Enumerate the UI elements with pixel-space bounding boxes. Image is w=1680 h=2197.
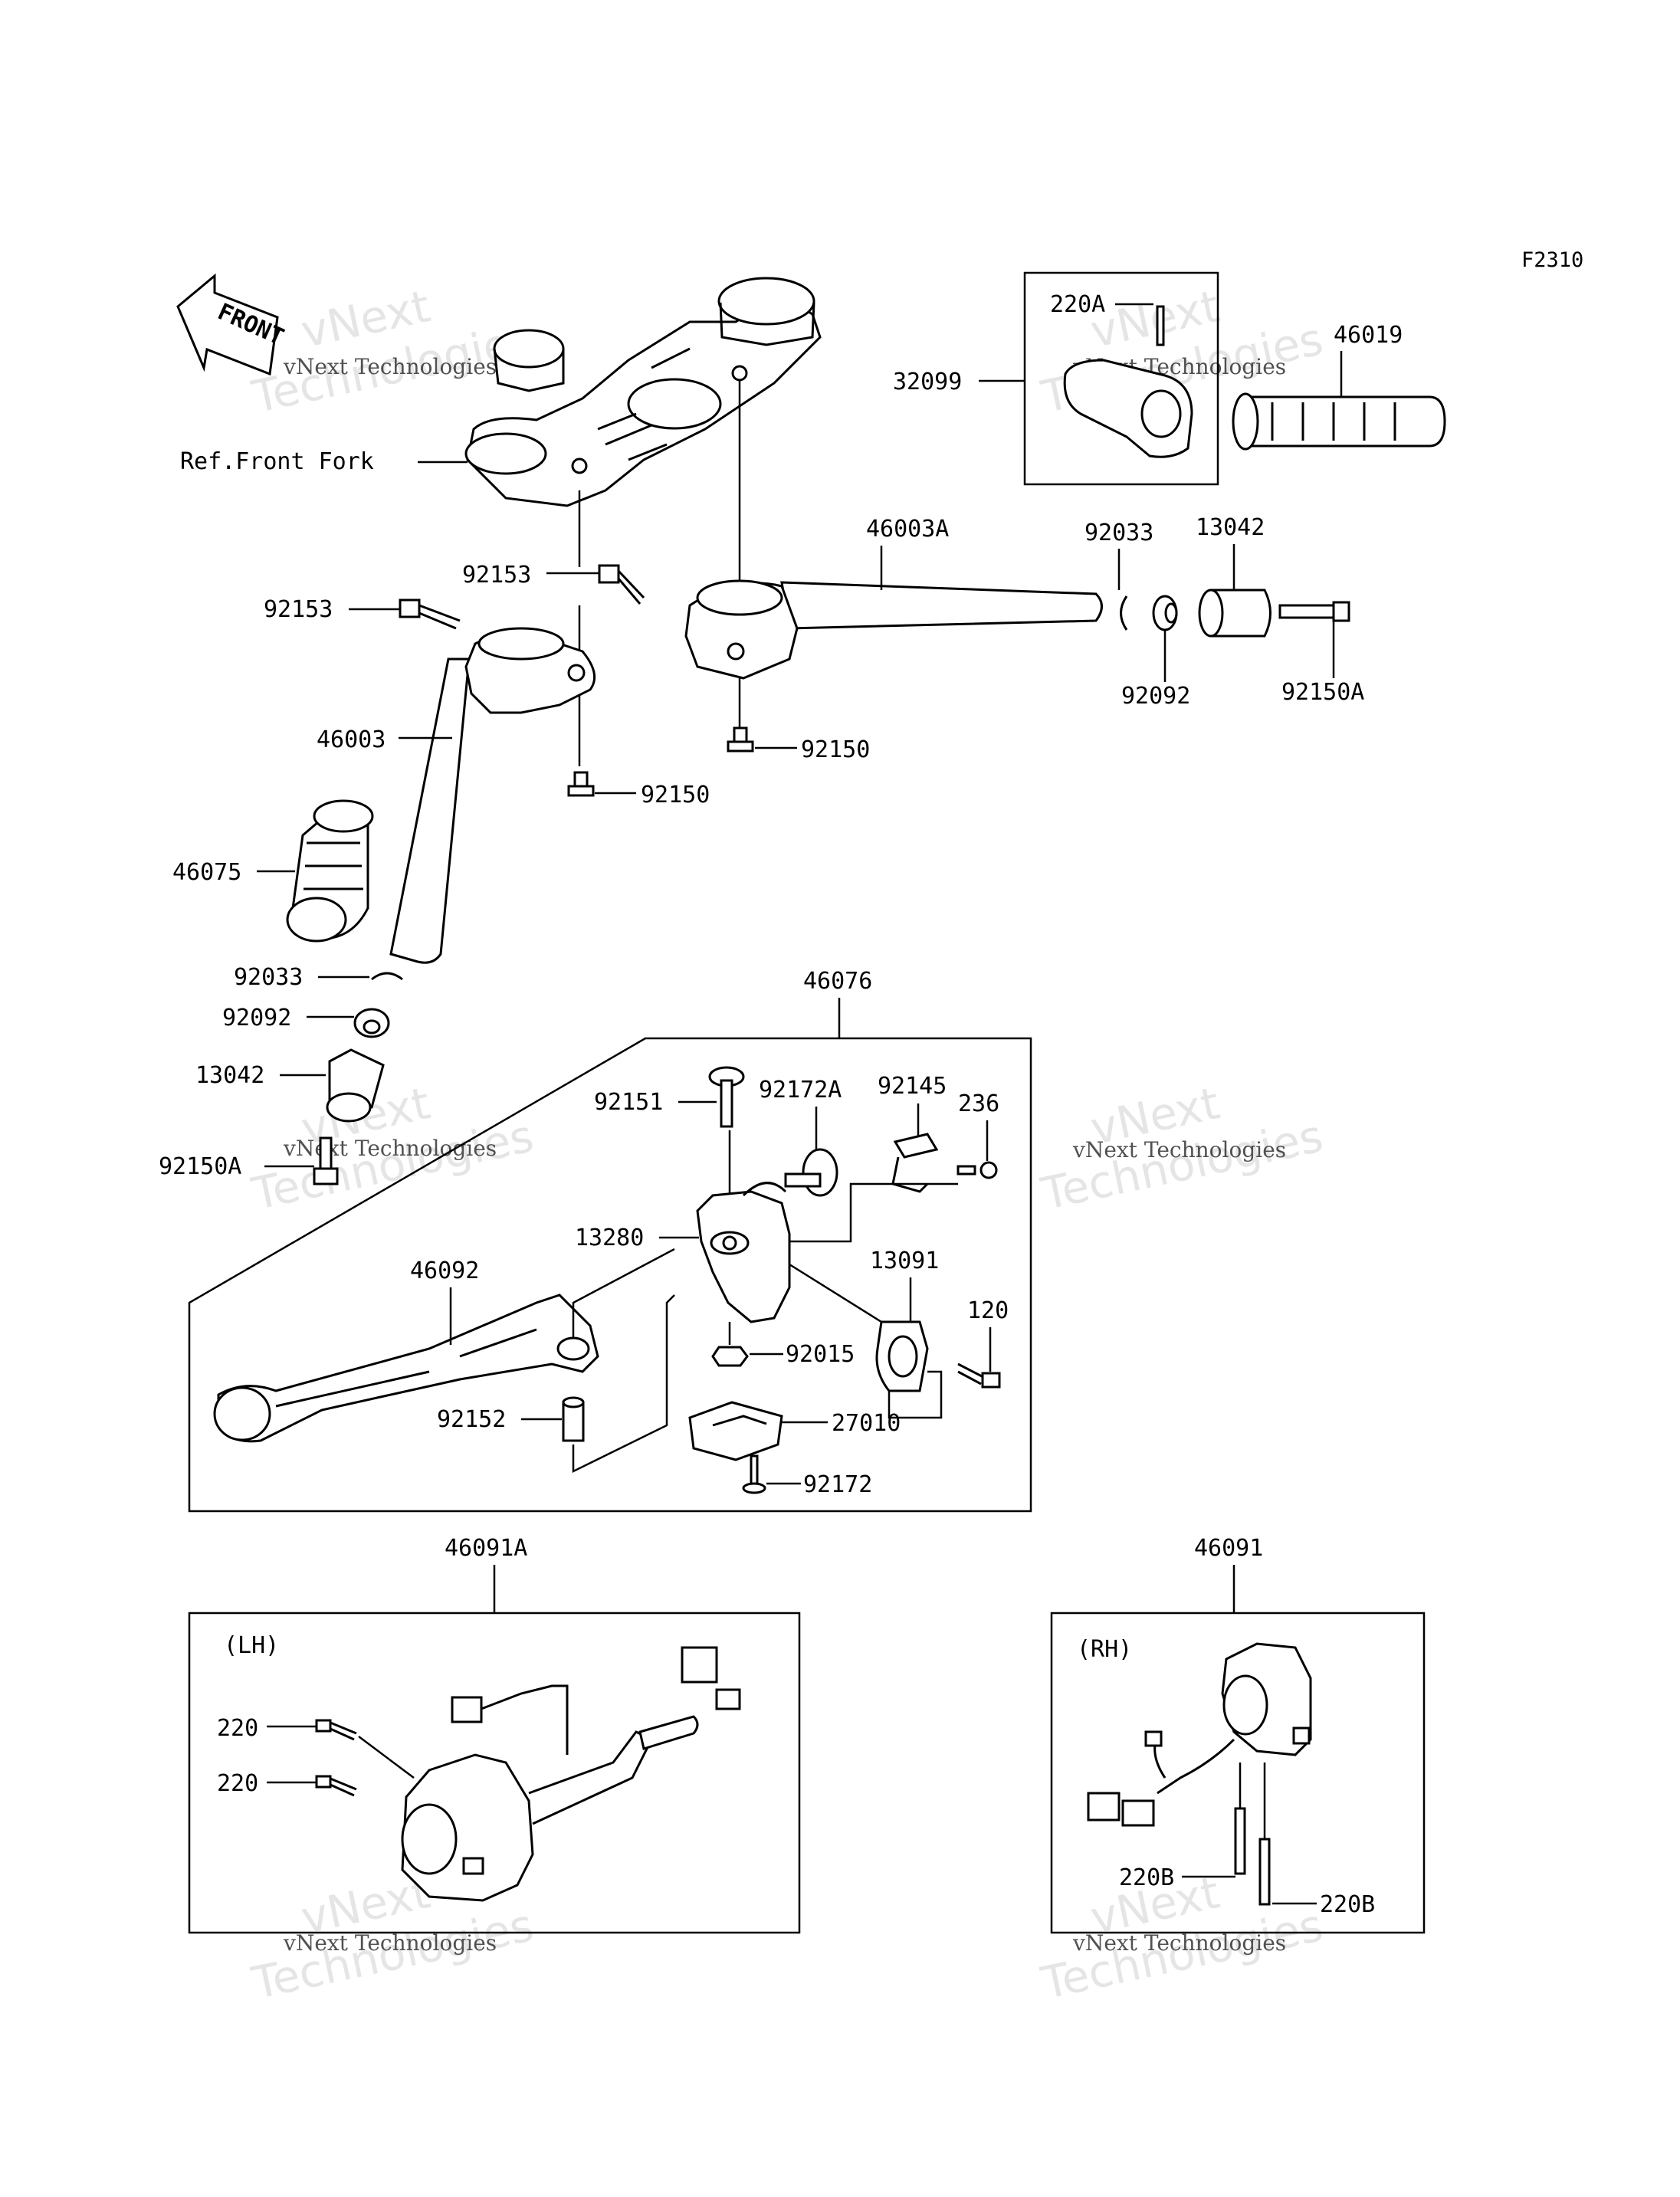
bolt-92153-left — [399, 598, 461, 630]
part-label-236: 236 — [958, 1090, 999, 1117]
group-label-46076: 46076 — [803, 968, 872, 995]
screw-220B-left — [1234, 1807, 1246, 1875]
lh-switch-box — [188, 1612, 801, 1934]
screw-220-upper — [315, 1719, 357, 1741]
part-label-92150A-bottom: 92150A — [159, 1153, 241, 1180]
part-label-92150-left: 92150 — [641, 782, 710, 808]
rh-switch-housing — [1087, 1642, 1312, 1900]
lh-switch-housing — [401, 1646, 741, 1902]
bolt-120 — [957, 1362, 1001, 1389]
part-label-92033-top: 92033 — [1084, 520, 1153, 546]
figure-code: F2310 — [1521, 248, 1583, 272]
part-label-220-upper: 220 — [217, 1715, 258, 1742]
part-label-46003A: 46003A — [866, 516, 949, 543]
brake-switch-27010 — [688, 1401, 783, 1461]
screw-92172 — [742, 1454, 766, 1494]
bolt-92151 — [708, 1066, 745, 1128]
part-label-13091: 13091 — [870, 1248, 939, 1274]
part-label-92015: 92015 — [786, 1341, 855, 1368]
assembly-line — [358, 1736, 415, 1779]
rh-label: (RH) — [1077, 1636, 1132, 1663]
upper-triple-clamp — [464, 277, 822, 507]
lever-holder-13280 — [696, 1182, 791, 1323]
part-label-92150-right: 92150 — [801, 736, 870, 763]
bolt-92153-mid — [598, 564, 645, 605]
bolt-92150A-bottom — [313, 1136, 339, 1185]
circlip-92033-bottom — [371, 972, 403, 981]
part-label-220-lower: 220 — [217, 1770, 258, 1797]
part-label-92150A-top: 92150A — [1281, 679, 1364, 706]
ref-front-fork-label: Ref.Front Fork — [180, 448, 374, 475]
nut-92015 — [711, 1346, 749, 1367]
part-label-92153-left: 92153 — [264, 596, 333, 623]
group-label-46091: 46091 — [1194, 1535, 1263, 1562]
bolt-92150-right — [727, 726, 754, 753]
screw-236 — [956, 1161, 998, 1179]
part-label-46019: 46019 — [1334, 322, 1403, 349]
part-label-92145: 92145 — [878, 1073, 947, 1100]
watermark-line: vNext Technologies — [1072, 1930, 1286, 1956]
part-label-92151: 92151 — [594, 1089, 663, 1116]
throttle-grip — [1232, 392, 1446, 451]
part-label-92033-bottom: 92033 — [234, 964, 303, 991]
right-clip-on-handlebar — [684, 579, 1103, 680]
part-label-92152: 92152 — [437, 1406, 506, 1433]
brake-lever-46092 — [213, 1294, 599, 1443]
assembly-line — [572, 1294, 675, 1474]
group-label-46091A: 46091A — [445, 1535, 527, 1562]
watermark-line: vNext Technologies — [283, 354, 497, 379]
front-arrow-icon: FRONT — [176, 273, 287, 376]
part-label-46075: 46075 — [172, 859, 241, 886]
left-clip-on-handlebar — [389, 627, 596, 964]
rh-switch-box — [1050, 1612, 1426, 1934]
throttle-housing — [1063, 305, 1193, 458]
left-grip — [286, 799, 374, 943]
part-label-32099: 32099 — [893, 369, 962, 395]
part-label-92172A: 92172A — [759, 1077, 842, 1103]
screw-220B-right — [1258, 1838, 1271, 1906]
spacer-92092-bottom — [353, 1008, 390, 1038]
circlip-92033-top — [1120, 595, 1128, 631]
assembly-line — [789, 1182, 958, 1243]
spring-92145 — [891, 1133, 939, 1193]
collar-92152 — [562, 1396, 585, 1442]
watermark-line: vNext Technologies — [283, 1930, 497, 1956]
part-label-220B-right: 220B — [1320, 1891, 1375, 1918]
bar-end-13042-top — [1198, 589, 1271, 638]
brake-lever-assembly-box — [188, 1037, 1032, 1513]
part-label-46003: 46003 — [317, 726, 386, 753]
bolt-92150-left — [567, 771, 595, 797]
part-label-46092: 46092 — [410, 1258, 479, 1284]
part-label-92092-bottom: 92092 — [222, 1005, 291, 1031]
part-label-220B-left: 220B — [1119, 1864, 1174, 1891]
bar-end-13042-bottom — [326, 1048, 385, 1123]
part-label-13280: 13280 — [575, 1225, 644, 1251]
assembly-line — [572, 1248, 675, 1337]
assembly-line — [789, 1263, 882, 1323]
clamp-13091 — [875, 1320, 929, 1392]
lh-label: (LH) — [224, 1632, 279, 1659]
assembly-line — [888, 1370, 943, 1419]
screw-220-lower — [315, 1775, 357, 1797]
watermark-line: vNext Technologies — [1072, 1137, 1286, 1162]
part-label-13042-bottom: 13042 — [195, 1062, 264, 1089]
bolt-92150A-top — [1278, 601, 1350, 622]
spacer-92092-top — [1152, 595, 1178, 631]
adjuster-92172A — [784, 1148, 838, 1197]
part-label-120: 120 — [967, 1297, 1009, 1324]
part-label-92153-mid: 92153 — [462, 562, 531, 589]
part-label-92172: 92172 — [803, 1471, 872, 1498]
part-label-92092-top: 92092 — [1121, 683, 1190, 710]
watermark-line: vNext Technologies — [283, 1136, 497, 1161]
watermark-layer: vNext Technologies vNext Technologies vN… — [247, 280, 1327, 2009]
throttle-housing-box — [1023, 271, 1219, 486]
part-label-220A: 220A — [1050, 291, 1105, 318]
part-label-13042-top: 13042 — [1196, 514, 1265, 541]
part-label-27010: 27010 — [832, 1410, 901, 1437]
